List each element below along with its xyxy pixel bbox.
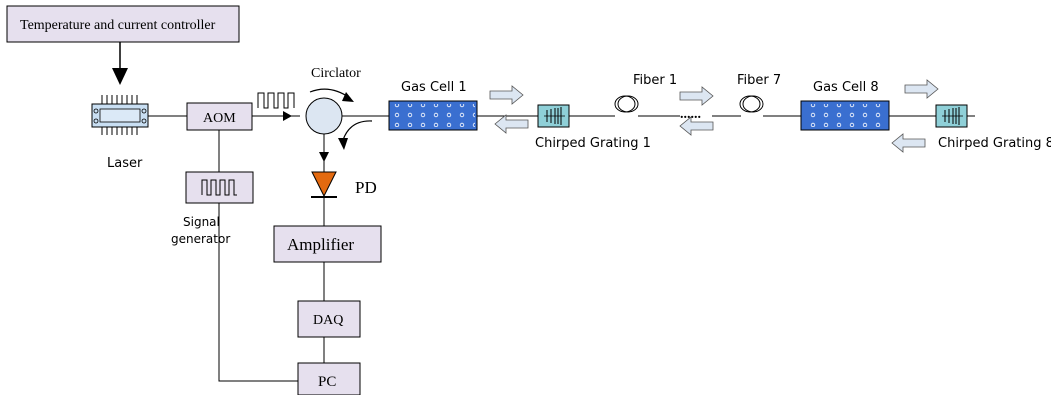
pc-box: PC	[297, 362, 361, 395]
pd-label: PD	[355, 178, 377, 197]
backward-arrow-3	[891, 133, 926, 153]
daq-label: DAQ	[313, 313, 343, 328]
gas-cell-8-label: Gas Cell 8	[813, 80, 879, 95]
controller-to-laser-arrow	[112, 42, 128, 85]
signal-generator-label-2: generator	[171, 232, 230, 246]
gas-cell-1	[388, 100, 478, 131]
amplifier-label: Amplifier	[287, 235, 354, 254]
fiber-7-label: Fiber 7	[737, 73, 781, 88]
forward-arrow-2	[679, 86, 714, 106]
pulse-train-icon	[257, 92, 295, 109]
fiber-1-coil-icon	[614, 95, 639, 113]
laser-label: Laser	[107, 156, 143, 171]
signal-generator-box	[185, 171, 254, 204]
square-wave-icon	[201, 179, 237, 196]
chirped-grating-1	[537, 104, 570, 128]
ellipsis-text: ......	[680, 107, 701, 122]
grating-1-label: Chirped Grating 1	[535, 136, 651, 151]
daq-box: DAQ	[297, 300, 361, 338]
controller-label: Temperature and current controller	[20, 18, 216, 33]
laser-icon	[91, 95, 149, 135]
aom-circulator-fiber	[252, 111, 300, 121]
forward-arrow-1	[489, 85, 524, 105]
siggen-pc-wire	[218, 203, 298, 382]
fiber-7-coil-icon	[739, 95, 764, 113]
chirped-grating-8	[935, 104, 968, 128]
aom-box: AOM	[186, 102, 253, 131]
fiber-1-label: Fiber 1	[633, 73, 677, 88]
photodiode-icon	[311, 171, 337, 198]
controller-box: Temperature and current controller	[6, 5, 240, 43]
backward-arrow-2	[679, 116, 714, 136]
backward-arrow-1	[494, 114, 529, 134]
gas-cell-8	[800, 100, 890, 131]
signal-generator-label-1: Signal	[183, 215, 220, 229]
gas-cell-1-label: Gas Cell 1	[401, 80, 467, 95]
amplifier-box: Amplifier	[273, 225, 382, 263]
forward-arrow-3	[904, 79, 939, 99]
circulator-icon	[305, 88, 373, 150]
grating-8-label: Chirped Grating 8	[938, 136, 1051, 151]
pc-label: PC	[318, 374, 336, 390]
circulator-label: Circlator	[311, 66, 361, 81]
aom-label: AOM	[203, 111, 236, 126]
circ-pd-fiber	[319, 134, 329, 172]
